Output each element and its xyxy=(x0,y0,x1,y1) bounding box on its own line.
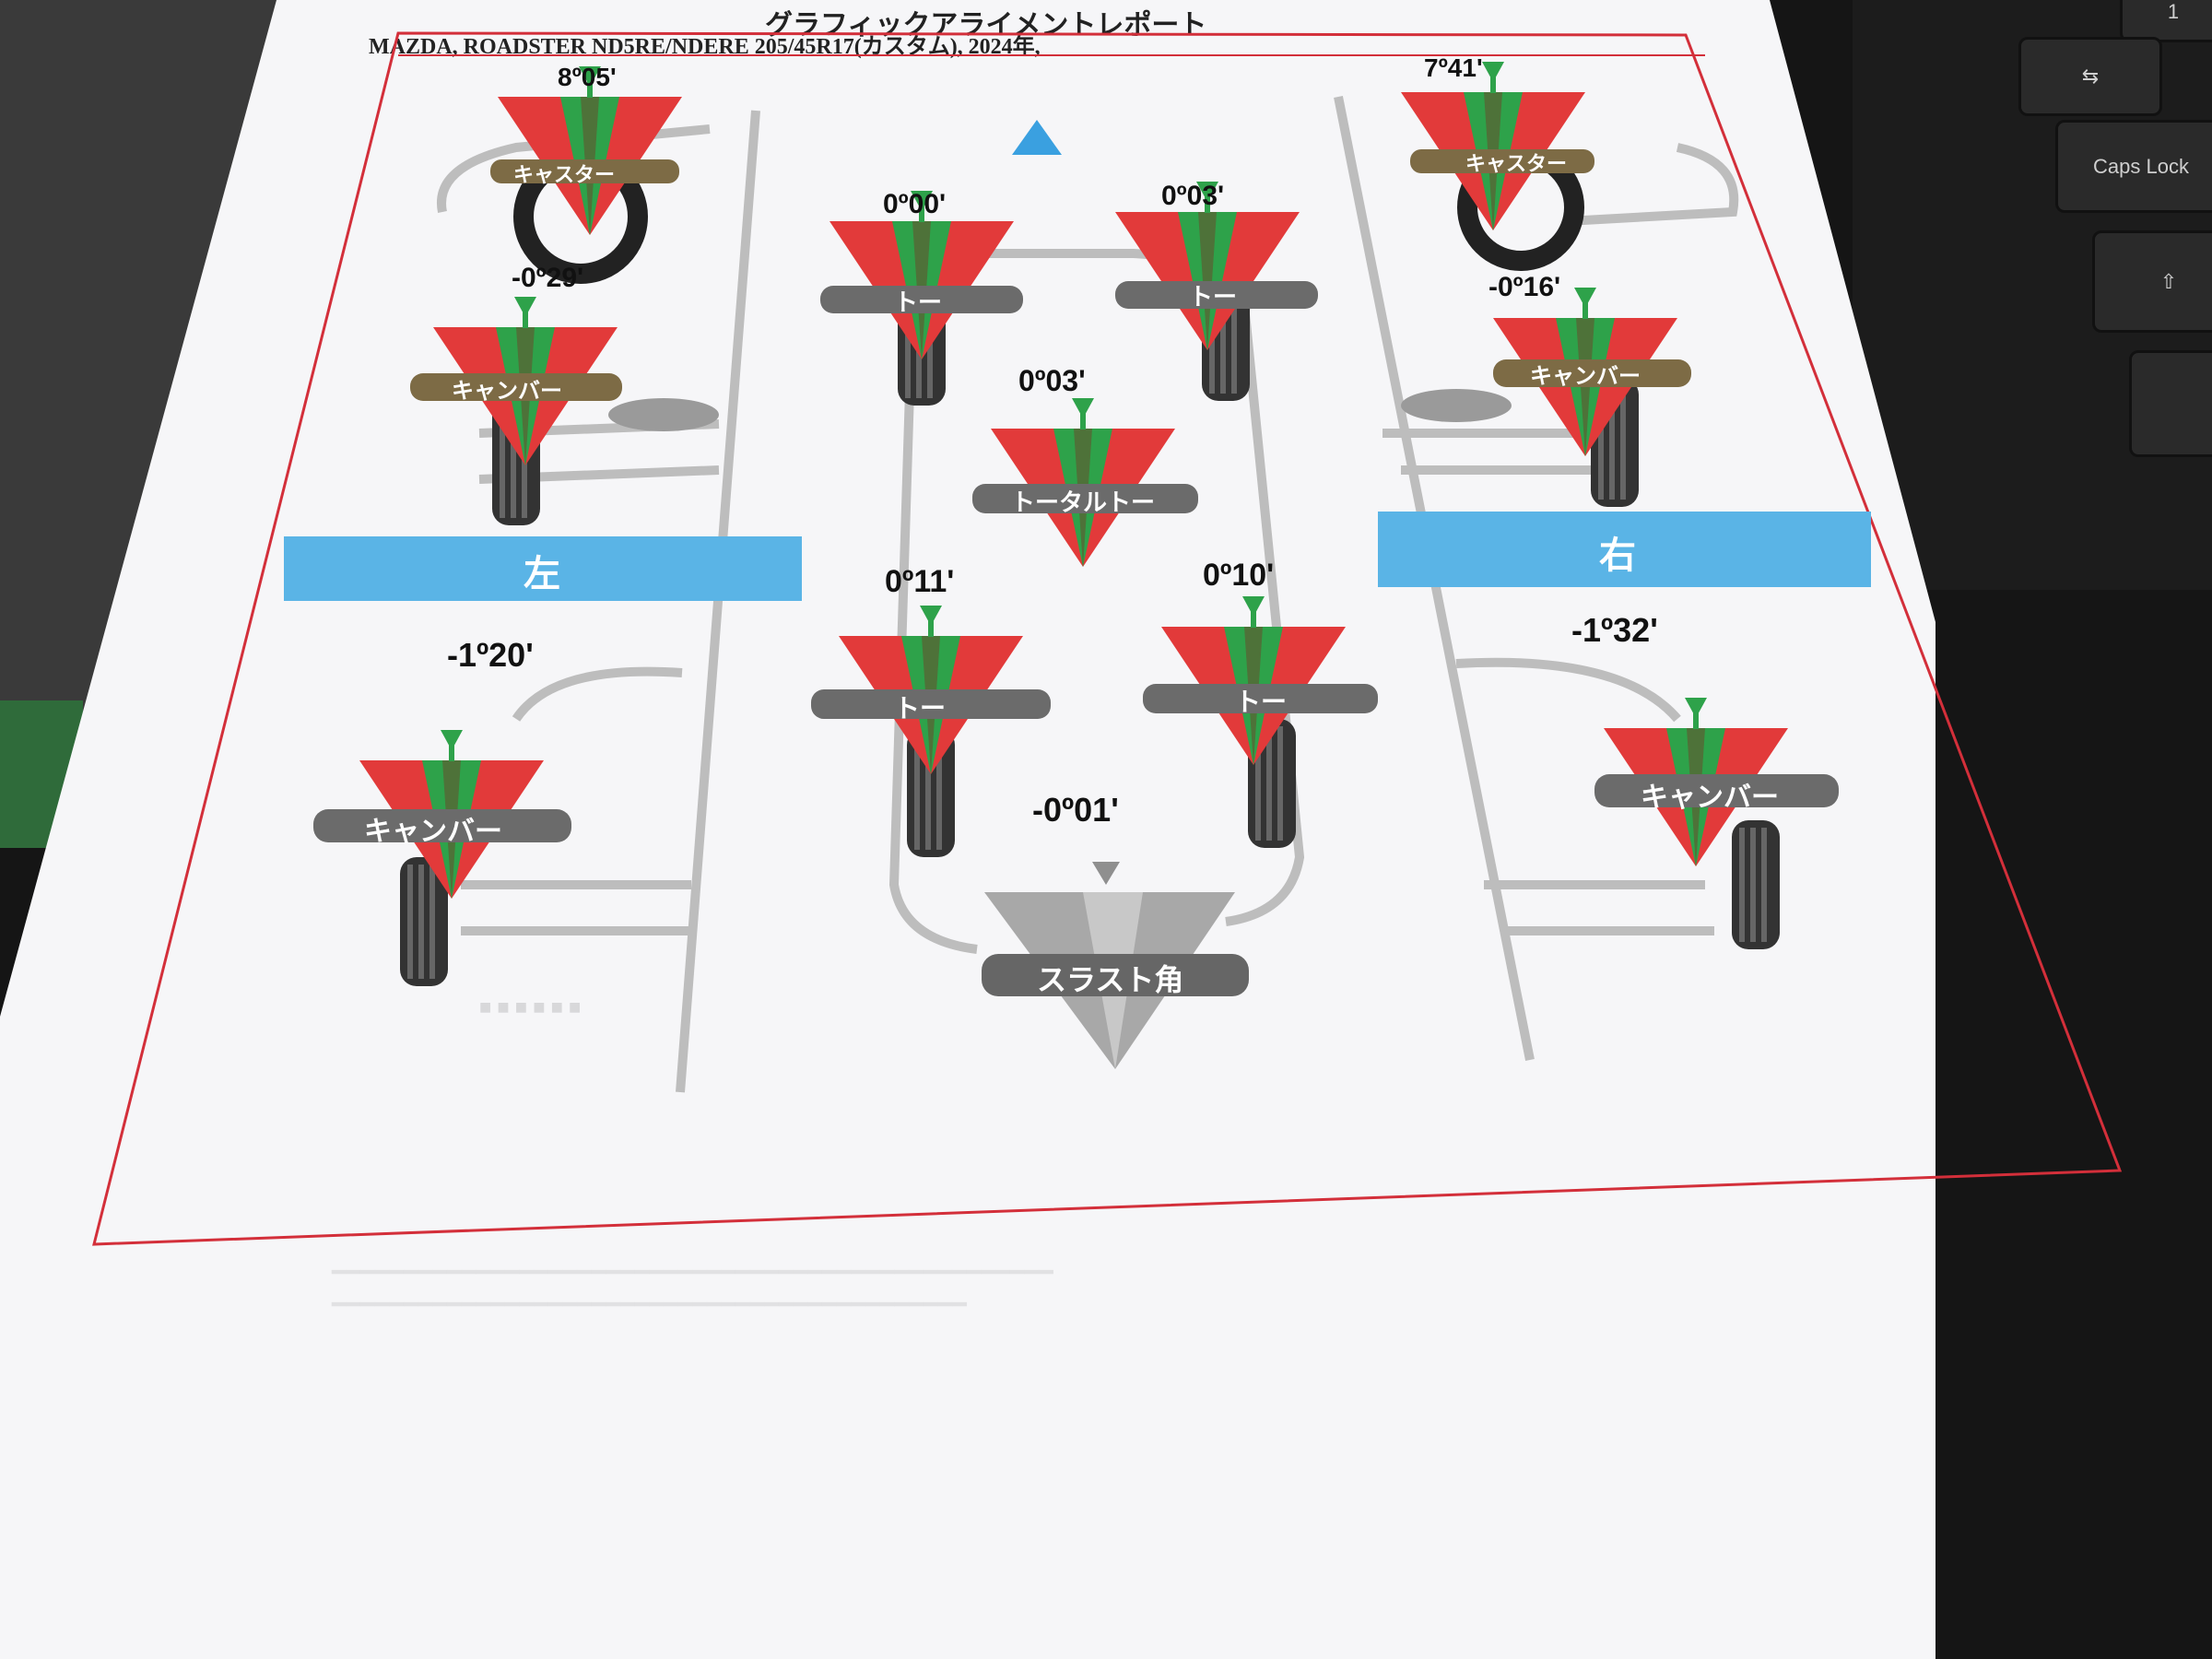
label-toe-front-right: トー xyxy=(1189,284,1238,312)
side-label-left: 左 xyxy=(524,554,560,594)
label-pill xyxy=(820,286,1023,313)
label-pill xyxy=(811,689,1051,719)
value-front-toe-left: 0º00' xyxy=(883,189,947,219)
value-front-right-caster: 7º41' xyxy=(1424,53,1483,82)
key-shift[interactable]: ⇧ xyxy=(2092,230,2212,333)
value-front-left-caster: 8º05' xyxy=(558,63,617,91)
key-caps-lock[interactable]: Caps Lock xyxy=(2055,120,2212,213)
shadow xyxy=(608,398,719,431)
label-toe-rear-right: トー xyxy=(1235,687,1288,717)
keyboard: 1 ⇆ Caps Lock ⇧ xyxy=(1853,0,2212,590)
value-rear-toe-left: 0º11' xyxy=(885,564,955,599)
value-front-toe-right: 0º03' xyxy=(1161,181,1225,211)
label-pill xyxy=(1594,774,1839,807)
label-pill xyxy=(1410,149,1594,173)
label-camber-front-right: キャンバー xyxy=(1530,363,1641,389)
label-toe-front-left: トー xyxy=(894,289,943,317)
shadow xyxy=(1401,389,1512,422)
label-camber-rear-right: キャンバー xyxy=(1641,782,1779,814)
side-label-right: 右 xyxy=(1599,535,1636,576)
label-pill xyxy=(1143,684,1378,713)
side-band-left xyxy=(284,536,802,601)
label-pill xyxy=(313,809,571,842)
report-border xyxy=(92,31,2123,1246)
label-total-toe: トータルトー xyxy=(1011,489,1156,517)
value-rear-right-camber: -1º32' xyxy=(1571,611,1658,649)
label-camber-rear-left: キャンバー xyxy=(364,816,502,848)
label-pill xyxy=(410,373,622,401)
gauge-rear-toe-right xyxy=(1161,596,1346,765)
label-caster-left: キャスター xyxy=(513,164,616,187)
label-pill xyxy=(1493,359,1691,387)
side-band-right xyxy=(1378,512,1871,587)
value-thrust-angle: -0º01' xyxy=(1032,791,1119,829)
bleed-through-footer: ━━━━━━━━━━━━━━━━━━━━━━━━━━━━━━━━━━━━━━━━… xyxy=(332,1258,1053,1286)
label-caster-right: キャスター xyxy=(1465,153,1568,176)
key-ctrl[interactable] xyxy=(2129,350,2212,457)
label-thrust: スラスト角 xyxy=(1037,962,1184,997)
label-pill xyxy=(1115,281,1318,309)
label-pill xyxy=(972,484,1198,513)
value-rear-left-camber: -1º20' xyxy=(447,636,534,674)
key-1[interactable]: 1 xyxy=(2120,0,2212,42)
forward-arrow-icon xyxy=(1012,120,1062,155)
key-tab[interactable]: ⇆ xyxy=(2018,37,2162,116)
value-total-toe: 0º03' xyxy=(1018,364,1086,397)
value-front-left-camber: -0º29' xyxy=(512,263,584,293)
label-camber-front-left: キャンバー xyxy=(452,378,562,404)
value-front-right-camber: -0º16' xyxy=(1488,272,1561,302)
label-pill xyxy=(490,159,679,183)
gauge-front-right-caster xyxy=(1401,62,1585,230)
label-pill xyxy=(982,954,1249,996)
value-rear-toe-right: 0º10' xyxy=(1203,558,1275,593)
tire-rear-right-camber-icon xyxy=(1732,820,1780,949)
bleed-through-text: ■ ■ ■ ■ ■ ■ xyxy=(479,995,582,1018)
bleed-through-footer-2: ━━━━━━━━━━━━━━━━━━━━━━━━━━━━━━━━━━━━━━━━… xyxy=(332,1290,967,1318)
label-toe-rear-left: トー xyxy=(894,693,947,724)
gauge-total-toe xyxy=(991,398,1175,567)
